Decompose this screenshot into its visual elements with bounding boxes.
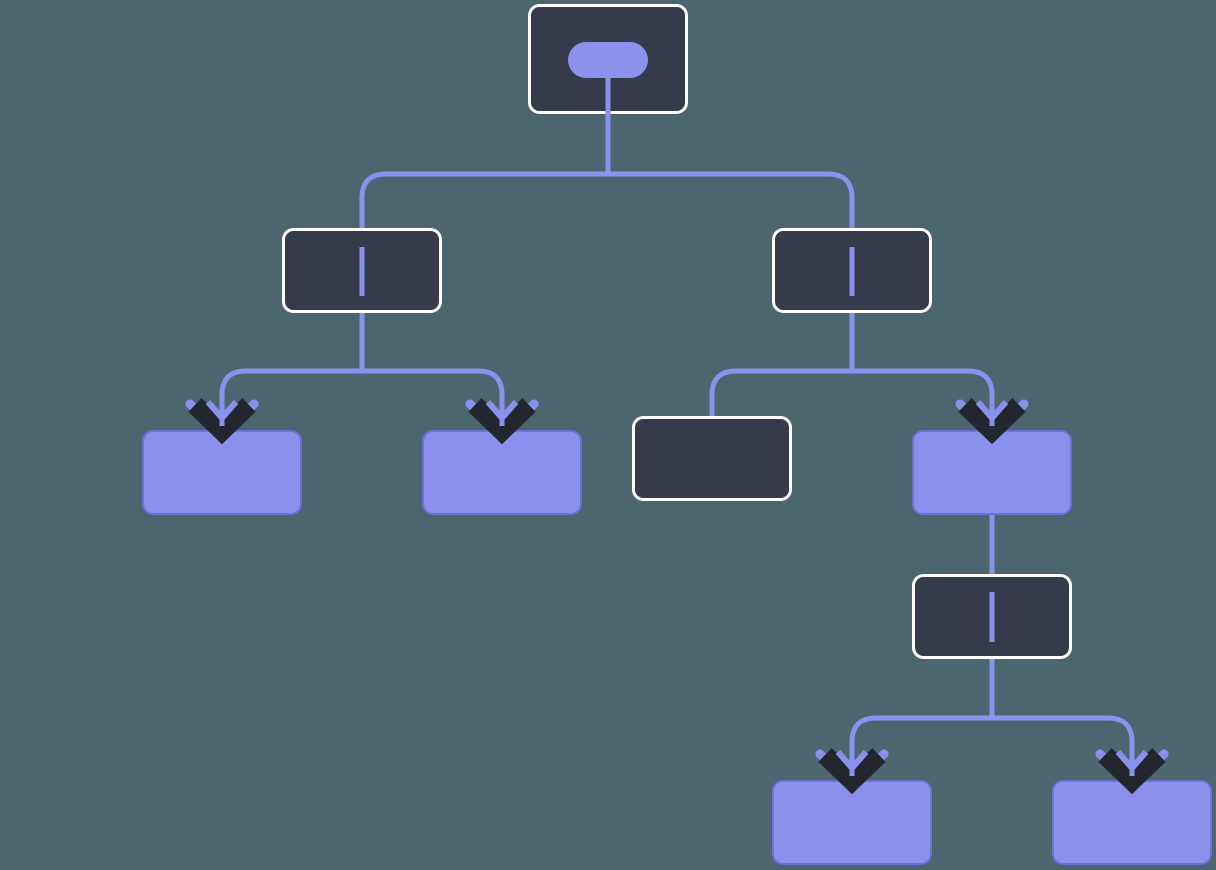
connector-layer	[219, 114, 1135, 782]
arrow-head-icon	[955, 392, 1029, 445]
node-layer	[142, 4, 1212, 865]
arrow-head-icon	[1095, 742, 1169, 795]
connector-edge	[989, 659, 1135, 782]
connector-edge	[359, 114, 611, 228]
arrow-head-layer	[185, 392, 1169, 795]
arrow-head-dark-chevron	[468, 398, 536, 445]
connector-edge	[849, 659, 995, 782]
arrow-head-dark-chevron	[188, 398, 256, 445]
node-pill-layer	[568, 42, 648, 114]
tree-node-dark[interactable]	[632, 416, 792, 501]
arrow-head-dark-chevron	[818, 748, 886, 795]
arrow-head-dark-chevron	[1098, 748, 1166, 795]
arrow-head-dark-chevron	[958, 398, 1026, 445]
arrow-head-icon	[815, 742, 889, 795]
arrow-head-icon	[465, 392, 539, 445]
through-line-layer	[359, 247, 995, 642]
connector-edge	[605, 114, 855, 228]
arrow-head-icon	[185, 392, 259, 445]
root-node-pill[interactable]	[568, 42, 648, 78]
connector-edge	[709, 313, 855, 418]
